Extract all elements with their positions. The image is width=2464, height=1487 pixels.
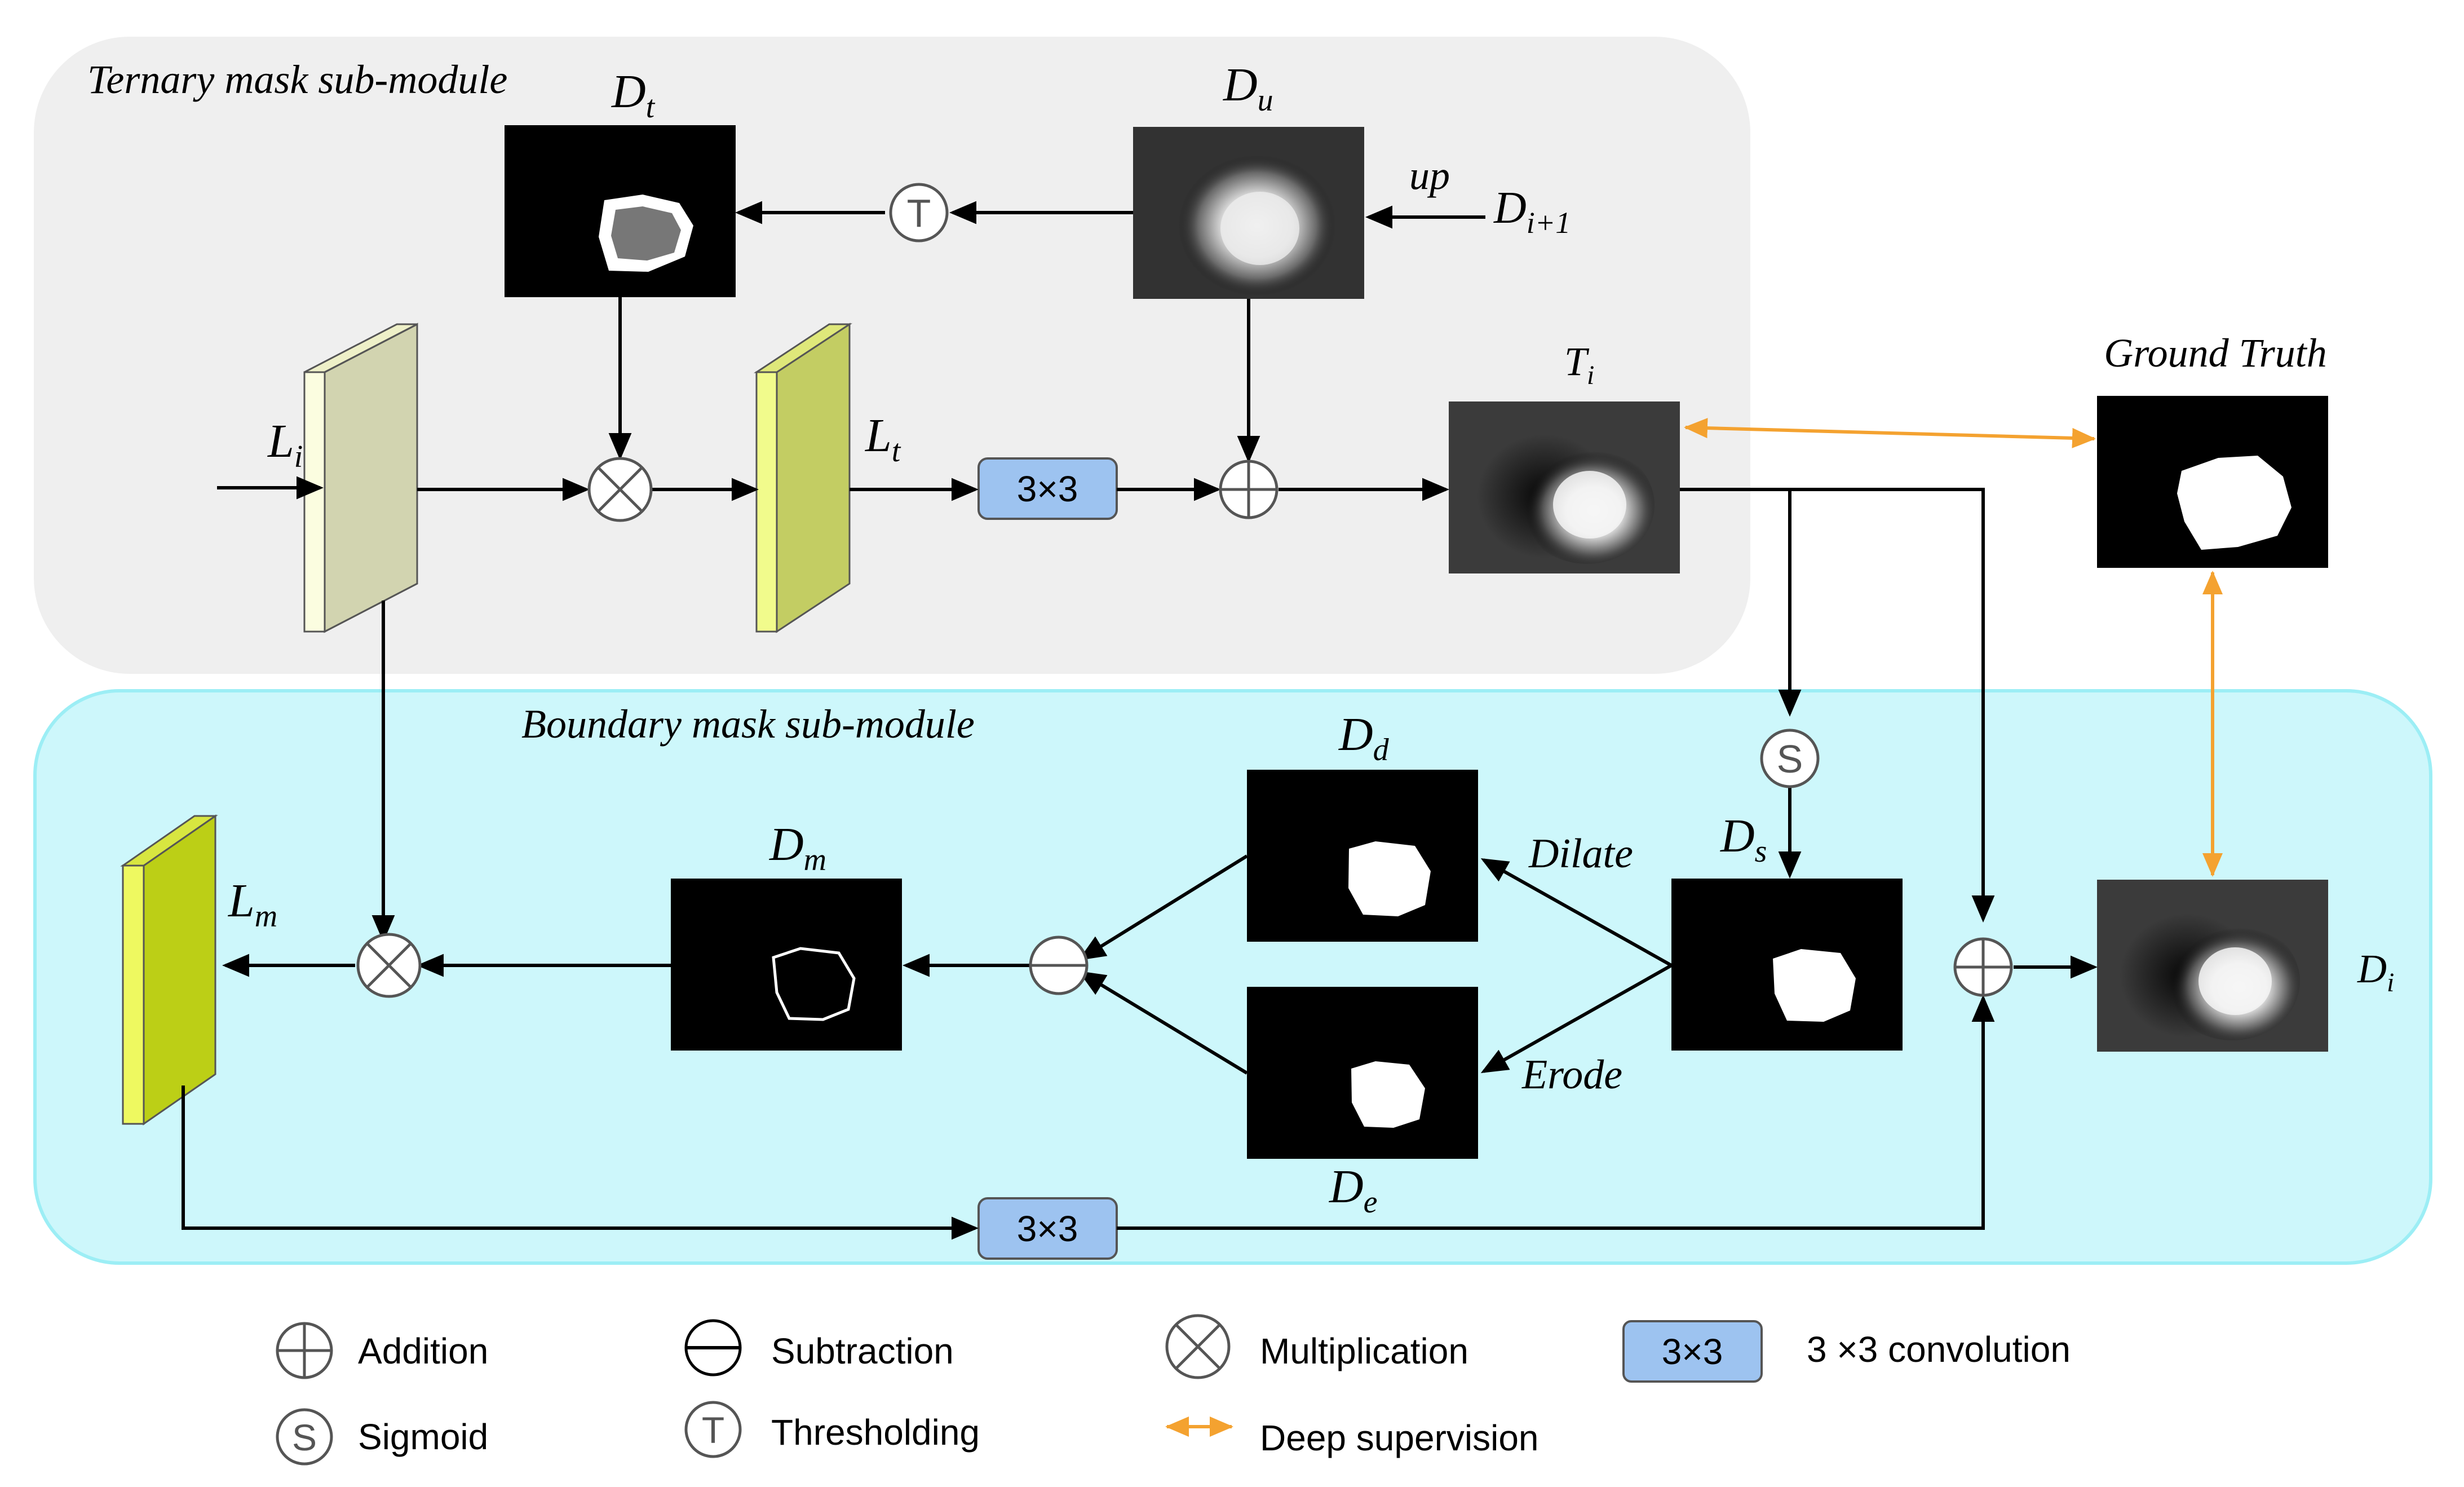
label-De: De	[1329, 1161, 1378, 1220]
addition-operator-bottom	[1953, 937, 2013, 997]
feature-map-Lm	[120, 814, 218, 1126]
conv-box-top: 3×3	[977, 457, 1118, 520]
feature-map-Li	[303, 323, 418, 633]
image-De	[1247, 987, 1478, 1159]
legend-sigmoid: S Sigmoid	[276, 1408, 488, 1466]
subtraction-operator	[1029, 936, 1089, 995]
label-Li: Li	[267, 415, 303, 474]
label-Ti: Ti	[1564, 339, 1594, 390]
image-Dt	[505, 125, 736, 297]
addition-operator-top	[1219, 460, 1279, 519]
ternary-module-bg	[34, 37, 1750, 674]
svg-text:Thresholding: Thresholding	[771, 1412, 980, 1453]
image-ground-truth	[2097, 396, 2328, 568]
conv-box-bottom: 3×3	[977, 1197, 1118, 1260]
label-Ds: Ds	[1720, 810, 1767, 869]
svg-text:Multiplication: Multiplication	[1260, 1331, 1468, 1371]
legend-subtraction: Subtraction	[684, 1319, 954, 1376]
boundary-module-bg	[33, 689, 2432, 1265]
svg-text:Sigmoid: Sigmoid	[358, 1417, 488, 1457]
feature-map-Lt	[753, 323, 853, 633]
label-dilate: Dilate	[1528, 831, 1633, 877]
label-ground-truth: Ground Truth	[2104, 330, 2326, 376]
svg-text:S: S	[292, 1417, 317, 1458]
svg-text:S: S	[1777, 737, 1803, 781]
image-Dd	[1247, 770, 1478, 942]
svg-text:Subtraction: Subtraction	[771, 1331, 954, 1371]
image-Ds	[1671, 879, 1903, 1051]
label-Lt: Lt	[865, 409, 901, 469]
legend-multiplication: Multiplication	[1165, 1314, 1468, 1379]
sigmoid-operator: S	[1760, 729, 1820, 788]
label-Di: Di	[2357, 946, 2394, 998]
label-Di1: Di+1	[1493, 183, 1571, 240]
legend-conv: 3×3 3 ×3 convolution	[1622, 1320, 2071, 1383]
label-Du: Du	[1223, 59, 1273, 118]
svg-text:3×3: 3×3	[1662, 1331, 1723, 1372]
legend: Addition Subtraction Multiplication 3×3 …	[276, 1314, 2071, 1466]
svg-text:T: T	[907, 191, 931, 235]
image-Di	[2097, 880, 2328, 1052]
multiply-operator-top	[587, 457, 653, 522]
svg-text:Addition: Addition	[358, 1331, 488, 1371]
image-Ti	[1449, 401, 1680, 573]
svg-text:3×3: 3×3	[1017, 469, 1078, 509]
svg-text:Deep supervision: Deep supervision	[1260, 1418, 1539, 1458]
svg-text:T: T	[702, 1409, 724, 1451]
label-Dt: Dt	[611, 65, 656, 125]
label-Dm: Dm	[769, 818, 826, 877]
image-Dm	[671, 879, 902, 1051]
label-up: up	[1409, 153, 1450, 198]
svg-text:3×3: 3×3	[1017, 1208, 1078, 1249]
label-erode: Erode	[1521, 1052, 1622, 1098]
multiply-operator-bottom	[356, 933, 422, 998]
legend-deep-supervision: Deep supervision	[1165, 1417, 1539, 1458]
legend-thresholding: T Thresholding	[684, 1401, 980, 1458]
threshold-operator: T	[889, 183, 949, 242]
label-Lm: Lm	[228, 875, 277, 934]
boundary-module-title: Boundary mask sub-module	[521, 701, 975, 747]
label-Dd: Dd	[1338, 708, 1390, 767]
image-Du	[1133, 127, 1364, 299]
ternary-module-title: Ternary mask sub-module	[87, 57, 507, 102]
legend-addition: Addition	[276, 1322, 488, 1379]
svg-text:3 ×3 convolution: 3 ×3 convolution	[1807, 1329, 2071, 1370]
